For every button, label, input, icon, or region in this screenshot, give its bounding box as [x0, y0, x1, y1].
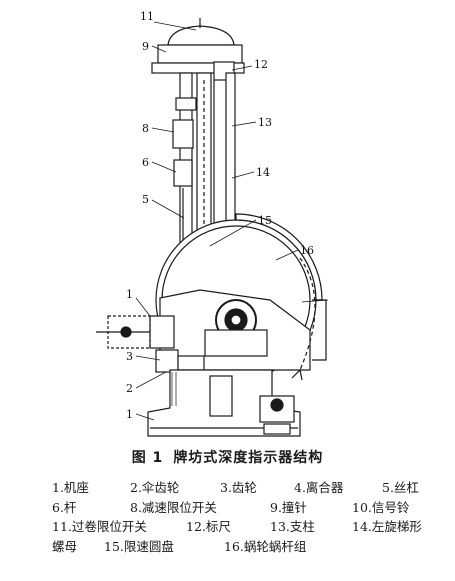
- legend-item: 9.撞针: [270, 499, 307, 515]
- callout-10: 11: [140, 10, 154, 23]
- legend-item: 15.限速圆盘: [104, 538, 174, 554]
- callout-2: 2: [126, 382, 133, 395]
- legend-item: 5.丝杠: [382, 480, 419, 495]
- legend-item: 12.标尺: [186, 519, 231, 534]
- callout-5: 5: [142, 193, 149, 206]
- legend-item: 8.减速限位开关: [130, 499, 217, 515]
- callout-1-upper: 1: [126, 288, 133, 301]
- clutch: [149, 315, 175, 349]
- callout-11: 12: [254, 58, 268, 71]
- legend-row: 1.机座 2.伞齿轮 3.齿轮 4.离合器 5.丝杠: [52, 478, 452, 498]
- parts-legend: 1.机座 2.伞齿轮 3.齿轮 4.离合器 5.丝杠 6.杆 8.减速限位开关 …: [52, 478, 452, 556]
- legend-item: 16.蜗轮蜗杆组: [224, 538, 307, 554]
- figure-title: 牌坊式深度指示器结构: [173, 450, 324, 466]
- callout-13: 14: [256, 166, 270, 179]
- legend-item: 螺母: [52, 538, 78, 554]
- legend-row: 11.过卷限位开关 12.标尺 13.支柱 14.左旋梯形: [52, 517, 452, 537]
- legend-item: 2.伞齿轮: [130, 480, 180, 495]
- legend-item: 10.信号铃: [352, 499, 410, 515]
- legend-item: 13.支柱: [270, 519, 315, 534]
- callout-15: 16: [300, 244, 314, 257]
- legend-item: 3.齿轮: [220, 480, 257, 495]
- figure-number: 图 1: [131, 450, 164, 466]
- callout-3: 3: [126, 350, 133, 363]
- legend-row: 6.杆 8.减速限位开关 9.撞针 10.信号铃: [52, 498, 452, 518]
- callout-6: 6: [142, 156, 149, 169]
- callout-8: 8: [142, 122, 149, 135]
- signal-bell-shape: [167, 25, 235, 46]
- callout-14: 15: [258, 214, 272, 227]
- figure-caption: 图 1 牌坊式深度指示器结构: [0, 447, 455, 467]
- legend-item: 4.离合器: [294, 480, 344, 495]
- callout-1-lower: 1: [126, 408, 133, 421]
- legend-item: 6.杆: [52, 499, 77, 515]
- callout-12: 13: [258, 116, 272, 129]
- legend-item: 11.过卷限位开关: [52, 519, 147, 534]
- legend-item: 14.左旋梯形: [352, 519, 422, 534]
- top-crossbeam: [157, 44, 243, 64]
- legend-item: 1.机座: [52, 480, 89, 495]
- legend-row: 螺母 15.限速圆盘 16.蜗轮蜗杆组: [52, 537, 452, 557]
- callout-9: 9: [142, 40, 149, 53]
- mechanism-diagram: 11 9 12 13 8 6 14 5 15 16 1 3 2 1: [96, 10, 329, 437]
